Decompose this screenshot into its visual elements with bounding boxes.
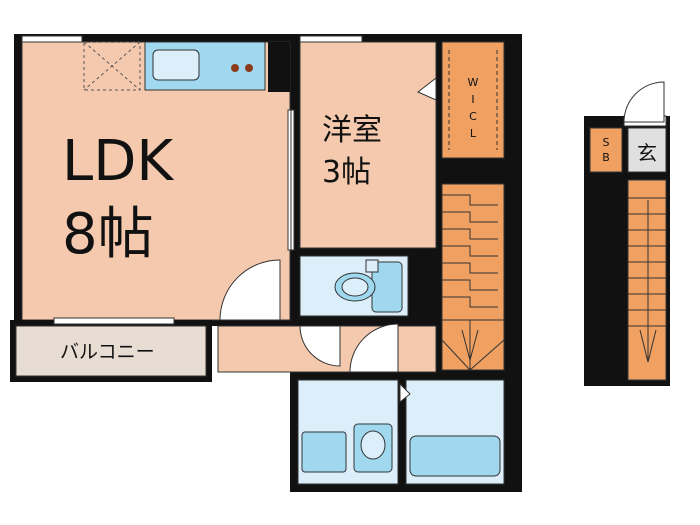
wic-door	[417, 76, 437, 101]
washing-machine-space	[301, 431, 347, 473]
western-room-name: 洋室	[322, 113, 382, 148]
kitchen-counter	[144, 41, 266, 91]
pillar	[268, 42, 290, 92]
fridge-space	[83, 41, 141, 91]
wic-label-w: W	[468, 76, 479, 89]
western-room-window	[299, 35, 363, 43]
balcony	[10, 317, 212, 382]
wic-label-l: L	[470, 127, 477, 140]
western-room-size: 3帖	[322, 155, 371, 190]
ldk-name: LDK	[62, 129, 174, 194]
walk-in-closet-floor	[441, 41, 505, 159]
ldk-window	[21, 35, 83, 43]
main-stairs	[441, 183, 505, 371]
entrance-label: 玄	[637, 141, 657, 165]
ldk-door	[219, 259, 281, 321]
bathroom-door	[399, 382, 411, 404]
toilet	[334, 259, 403, 313]
western-room-floor	[299, 41, 437, 249]
ldk-size: 8帖	[62, 202, 154, 267]
shoe-box-label-s: S	[603, 136, 610, 149]
wash-basin	[353, 423, 393, 473]
wic-label-c: C	[469, 110, 477, 123]
wic-label-i: I	[471, 93, 474, 106]
sliding-door	[287, 109, 295, 251]
washroom-door	[349, 323, 399, 373]
entrance-tower	[584, 81, 670, 386]
balcony-label: バルコニー	[60, 341, 155, 363]
toilet-door	[299, 325, 341, 367]
bathtub	[409, 435, 501, 477]
shoe-box-label-b: B	[602, 151, 610, 164]
